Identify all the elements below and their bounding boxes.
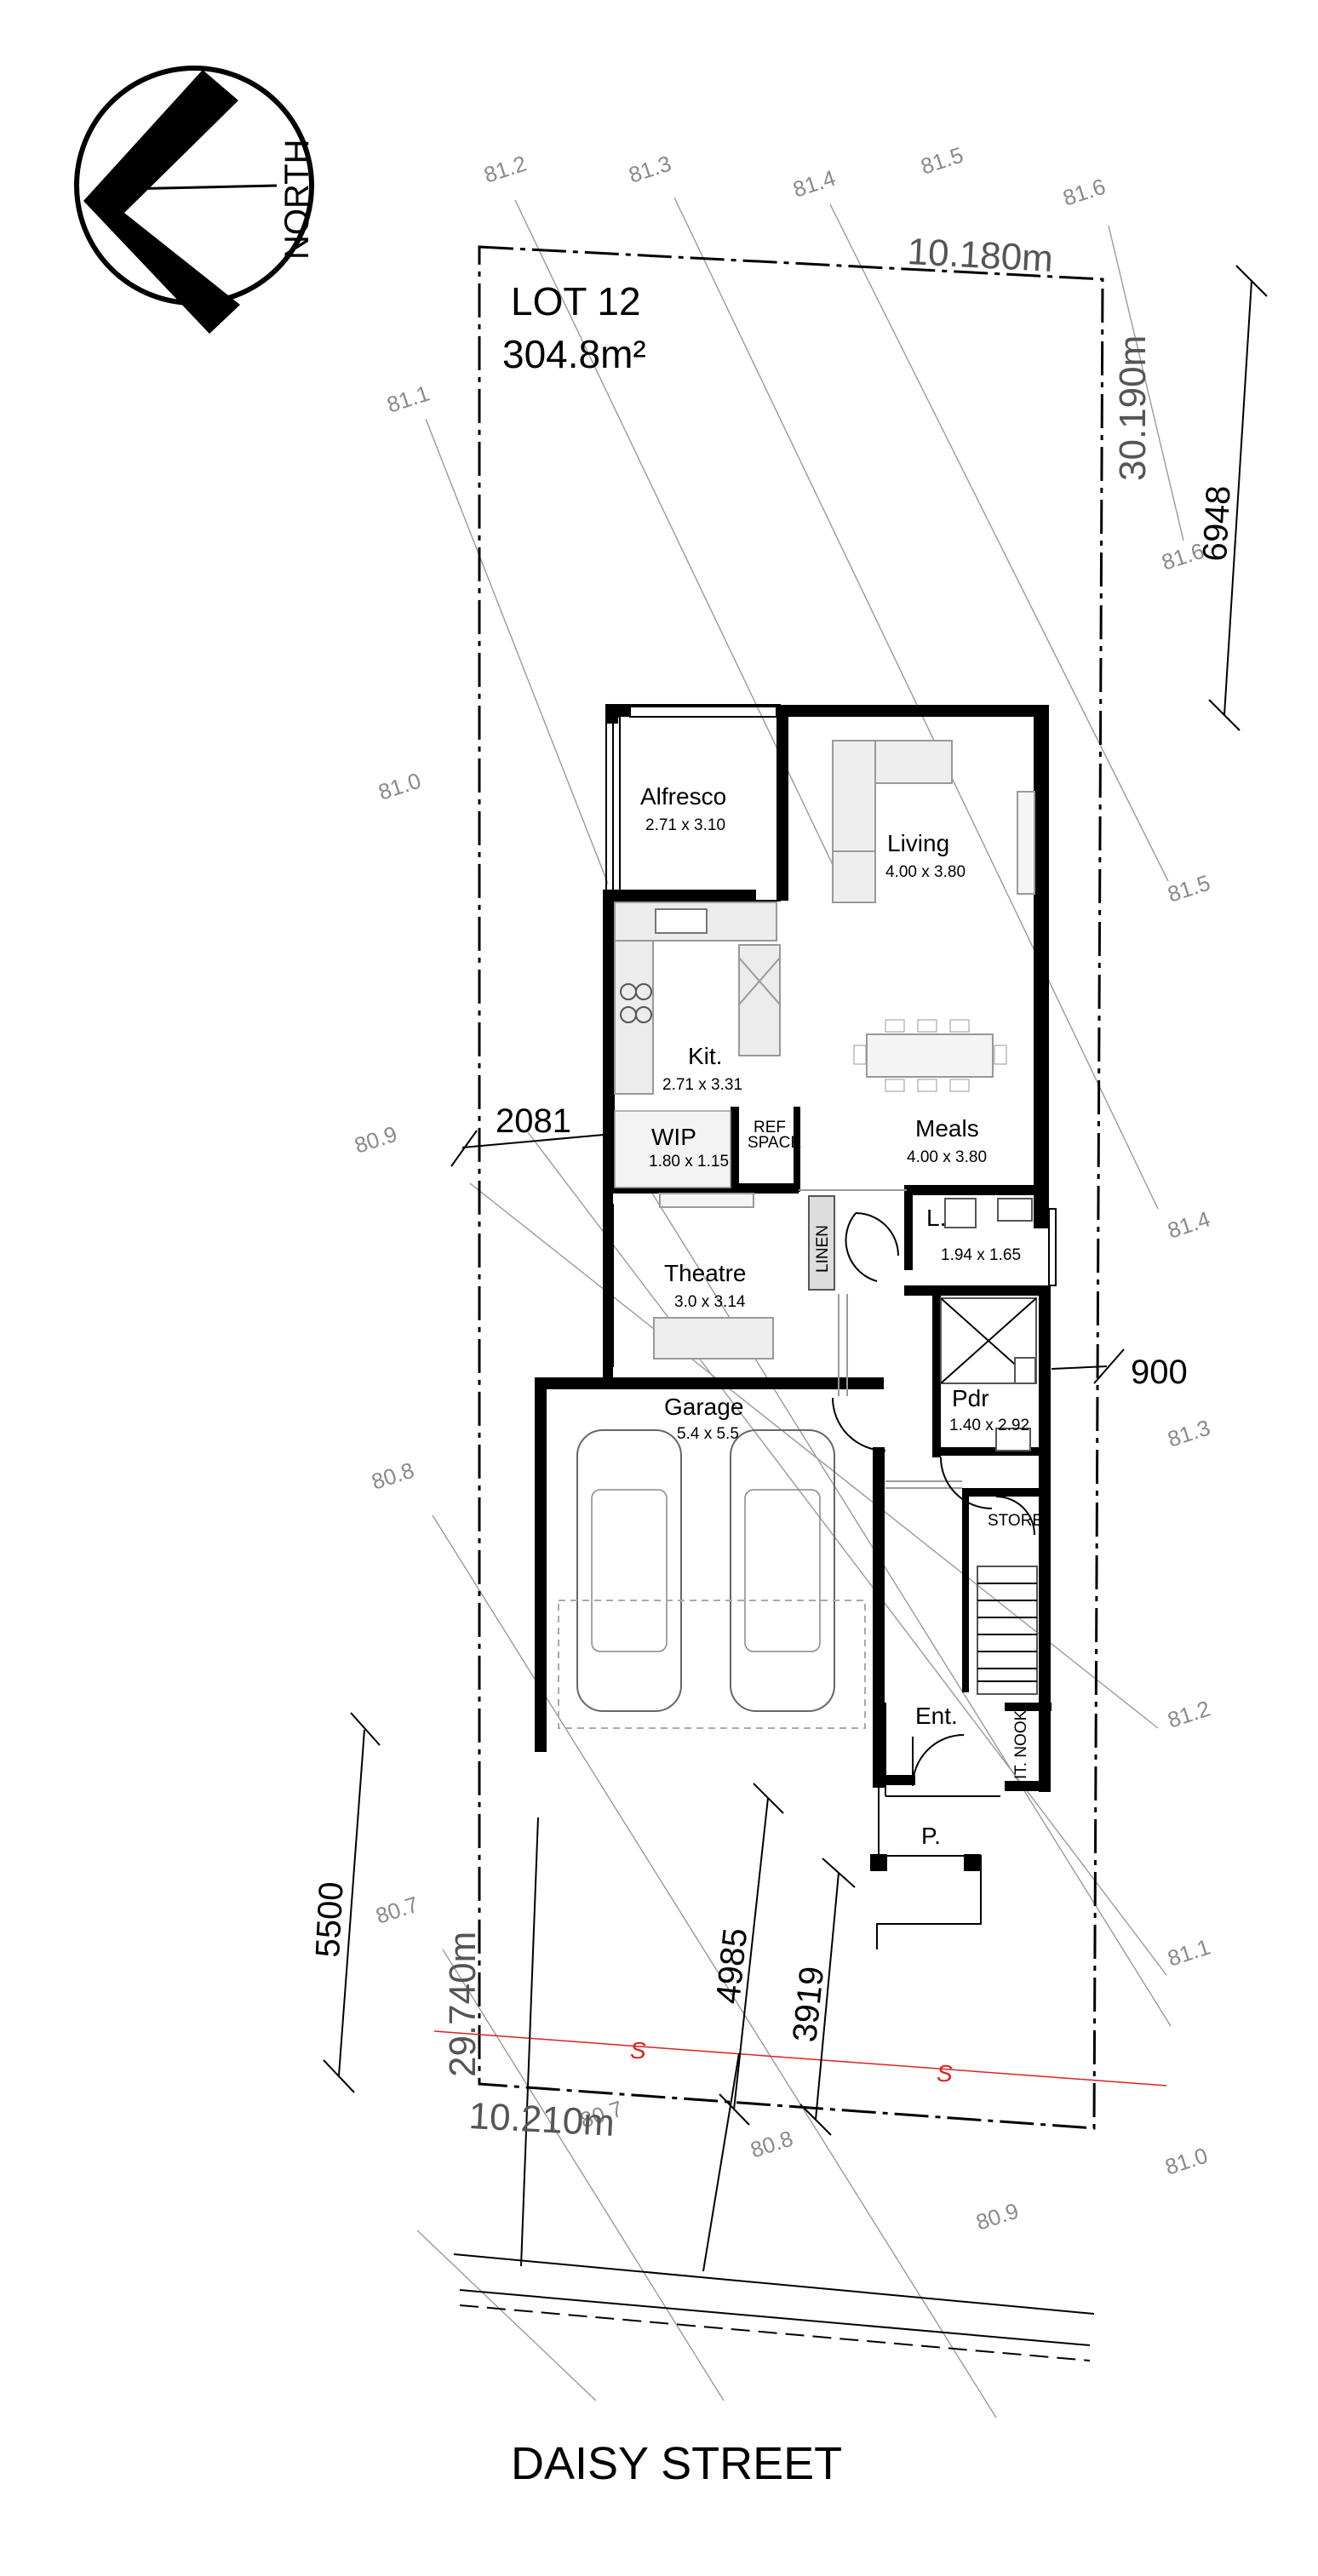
- contour-label: 81.5: [1165, 870, 1213, 907]
- contour-label: 81.2: [481, 151, 530, 188]
- contour-label: 81.4: [1165, 1206, 1213, 1244]
- theatre-tv-icon: [659, 1193, 754, 1208]
- contour-label: 80.9: [352, 1121, 400, 1159]
- alfresco-slab: [605, 704, 781, 902]
- room-laundry-dims: 1.94 x 1.65: [941, 1246, 1021, 1264]
- site-dimensions: 10.180m 30.190m 10.210m 29.740m: [442, 231, 1154, 2144]
- room-meals-name: Meals: [915, 1115, 979, 1142]
- room-meals-dims: 4.00 x 3.80: [907, 1148, 987, 1166]
- north-arrow: NORTH: [74, 66, 316, 334]
- lot-info: LOT 12 304.8m²: [502, 279, 646, 376]
- room-entry-name: Ent.: [915, 1703, 958, 1729]
- room-theatre-name: Theatre: [664, 1260, 747, 1286]
- room-powder-dims: 1.40 x 2.92: [949, 1417, 1029, 1434]
- tv-unit-icon: [1017, 791, 1035, 895]
- car-icon: [730, 1429, 835, 1712]
- room-laundry-name: L.: [926, 1205, 946, 1231]
- car-icon: [576, 1429, 682, 1712]
- toilet-icon: [1014, 1357, 1036, 1384]
- room-linen-name: LINEN: [814, 1225, 832, 1273]
- setback-dimensions: 6948 2081 900 5500 4985 3919: [309, 265, 1268, 2136]
- room-living-dims: 4.00 x 3.80: [885, 863, 966, 881]
- room-kitchen-name: Kit.: [688, 1043, 722, 1069]
- kitchen-island-icon: [738, 944, 781, 1056]
- setback-front-garage: 5500: [309, 1880, 351, 1958]
- contour-label: 80.8: [369, 1457, 417, 1495]
- room-porch-name: P.: [921, 1823, 941, 1849]
- contour-label: 80.9: [973, 2198, 1022, 2235]
- contour-label: 80.7: [373, 1892, 421, 1929]
- sink-icon: [655, 908, 708, 934]
- north-label: NORTH: [278, 140, 316, 260]
- stairs-icon: [977, 1566, 1038, 1695]
- contour-label: 81.3: [626, 151, 674, 188]
- setback-rear: 6948: [1196, 484, 1238, 562]
- room-wip-dims: 1.80 x 1.15: [649, 1153, 729, 1171]
- cooktop-icon: [620, 983, 652, 1023]
- contour-label: 81.3: [1165, 1415, 1213, 1452]
- setback-right: 900: [1131, 1354, 1188, 1391]
- dim-top-width: 10.180m: [906, 231, 1054, 280]
- interior-lines: [605, 706, 1057, 1949]
- basin-icon: [995, 1428, 1031, 1451]
- setback-left: 2081: [496, 1102, 571, 1140]
- street-name: DAISY STREET: [511, 2438, 842, 2489]
- lot-name: LOT 12: [511, 279, 641, 323]
- contour-label: 81.4: [790, 165, 839, 203]
- contour-label: 81.6: [1060, 174, 1109, 211]
- room-theatre-dims: 3.0 x 3.14: [674, 1293, 746, 1311]
- svg-text:S: S: [630, 2037, 646, 2064]
- room-kitchen-dims: 2.71 x 3.31: [662, 1076, 742, 1094]
- room-store-name: STORE: [988, 1512, 1043, 1530]
- theatre-couch-icon: [653, 1317, 774, 1360]
- trough-icon: [997, 1198, 1033, 1222]
- setback-front-porch: 3919: [786, 1965, 831, 2044]
- room-nook-name: IT. NOOK: [1012, 1709, 1030, 1779]
- room-alfresco-dims: 2.71 x 3.10: [645, 816, 725, 834]
- ref-space-line2: SPACE: [748, 1134, 801, 1152]
- room-garage-dims: 5.4 x 5.5: [677, 1425, 739, 1443]
- sofa-icon: [832, 740, 953, 903]
- contour-label: 81.2: [1165, 1696, 1213, 1733]
- room-alfresco-name: Alfresco: [640, 783, 726, 810]
- dim-bottom-width: 10.210m: [467, 2095, 616, 2144]
- dim-left-length: 29.740m: [442, 1932, 484, 2077]
- contour-label: 81.1: [384, 381, 433, 418]
- room-garage-name: Garage: [664, 1394, 743, 1420]
- linen-cupboard-icon: [808, 1195, 835, 1291]
- dining-table-icon: [853, 1019, 1007, 1092]
- dim-right-length: 30.190m: [1112, 335, 1154, 481]
- contour-label: 81.0: [375, 768, 424, 805]
- room-living-name: Living: [887, 830, 949, 856]
- contour-label: 81.5: [918, 142, 966, 180]
- setback-front-house: 4985: [709, 1926, 754, 2006]
- washer-icon: [944, 1198, 977, 1228]
- contour-lines: [416, 197, 1184, 2419]
- lot-boundary: [478, 245, 1104, 2130]
- fixtures: [558, 740, 1038, 1729]
- room-labels: Alfresco 2.71 x 3.10 Living 4.00 x 3.80 …: [640, 783, 1043, 1849]
- lot-area: 304.8m²: [502, 332, 646, 376]
- svg-text:S: S: [937, 2060, 953, 2087]
- room-wip-name: WIP: [651, 1124, 696, 1150]
- contour-label: 81.0: [1162, 2143, 1211, 2180]
- contour-label: 81.1: [1165, 1934, 1213, 1972]
- contour-label: 80.8: [748, 2126, 796, 2163]
- north-arrow-icon: [83, 70, 240, 334]
- house-walls: [535, 705, 1052, 1871]
- driveway: [520, 1703, 886, 2272]
- street-lines: S S: [433, 2030, 1167, 2361]
- room-powder-name: Pdr: [952, 1385, 989, 1411]
- ref-space-line1: REF: [754, 1119, 786, 1136]
